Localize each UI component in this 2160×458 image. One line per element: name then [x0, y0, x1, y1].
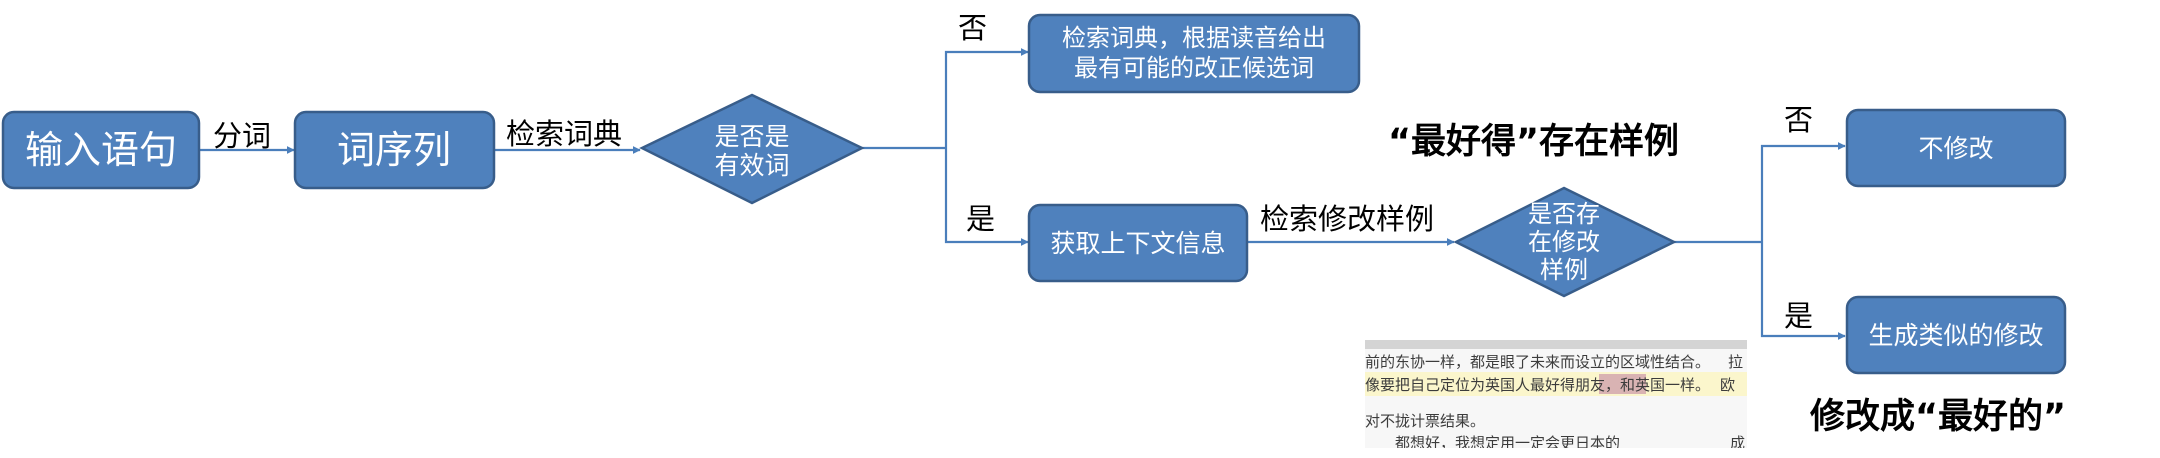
snippet-fragment-3: 成 [1730, 434, 1745, 452]
node-search-dictionary-label-1: 检索词典，根据读音给出 [1062, 24, 1326, 52]
node-word-sequence-label: 词序列 [337, 128, 451, 172]
decision-has-example-label-1: 是否存 [1528, 200, 1600, 228]
edge-label-valid-yes: 是 [966, 202, 995, 236]
node-generate-similar: 生成类似的修改 [1845, 295, 2067, 375]
node-no-change-label: 不修改 [1918, 134, 1993, 163]
node-generate-similar-label: 生成类似的修改 [1868, 321, 2043, 350]
edge-label-example-no: 否 [1784, 103, 1813, 137]
arrow-no-to-nochange [1760, 142, 1846, 242]
connectors [199, 48, 1846, 340]
callout-example-exists: “最好得”存在样例 [1388, 122, 1679, 162]
node-get-context: 获取上下文信息 [1027, 203, 1249, 283]
snippet-fragment-1: 拉 [1728, 353, 1743, 371]
snippet-line-1: 前的东协一样，都是眼了未来而设立的区域性结合。 [1365, 353, 1710, 371]
edge-label-example-yes: 是 [1784, 299, 1813, 333]
snippet-line-3: 对不拢计票结果。 [1365, 412, 1485, 430]
decision-has-example-label-2: 在修改 [1528, 228, 1600, 256]
arrow-yes-to-context [944, 148, 1029, 246]
edge-label-search-dictionary: 检索词典 [506, 117, 622, 151]
node-no-change: 不修改 [1845, 108, 2067, 188]
node-search-dictionary-label-2: 最有可能的改正候选词 [1074, 54, 1314, 82]
edge-label-valid-no: 否 [958, 11, 987, 45]
snippet-line-2: 像要把自己定位为英国人最好得朋友，和英国一样。 [1365, 376, 1710, 394]
edge-label-segmentation: 分词 [213, 119, 271, 153]
snippet-fragment-2: 欧 [1720, 376, 1735, 394]
node-word-sequence: 词序列 [293, 110, 496, 190]
decision-is-valid-word-label-1: 是否是 [714, 122, 789, 151]
decision-has-example-label-3: 样例 [1540, 256, 1588, 284]
edge-label-search-examples: 检索修改样例 [1260, 202, 1434, 236]
snippet-top-edge [1365, 340, 1747, 349]
decision-is-valid-word-label-2: 有效词 [714, 151, 789, 180]
node-search-dictionary: 检索词典，根据读音给出 最有可能的改正候选词 [1027, 13, 1361, 94]
arrow-yes-to-generate [1760, 242, 1846, 340]
document-screenshot-snippet: 前的东协一样，都是眼了未来而设立的区域性结合。 像要把自己定位为英国人最好得朋友… [1365, 340, 1747, 452]
arrow-no-to-dictionary [944, 48, 1029, 148]
snippet-line-4: 都想好，我想定用一定会更日本的 [1395, 434, 1620, 452]
decision-is-valid-word: 是否是 有效词 [639, 93, 865, 205]
callout-corrected-to: 修改成“最好的” [1809, 397, 2066, 437]
node-get-context-label: 获取上下文信息 [1050, 229, 1225, 258]
node-input-sentence-label: 输入语句 [25, 128, 177, 172]
snippet-highlight-band [1365, 372, 1747, 396]
decision-has-example: 是否存 在修改 样例 [1453, 186, 1677, 298]
node-input-sentence: 输入语句 [1, 110, 201, 190]
snippet-highlight-word [1599, 374, 1646, 394]
